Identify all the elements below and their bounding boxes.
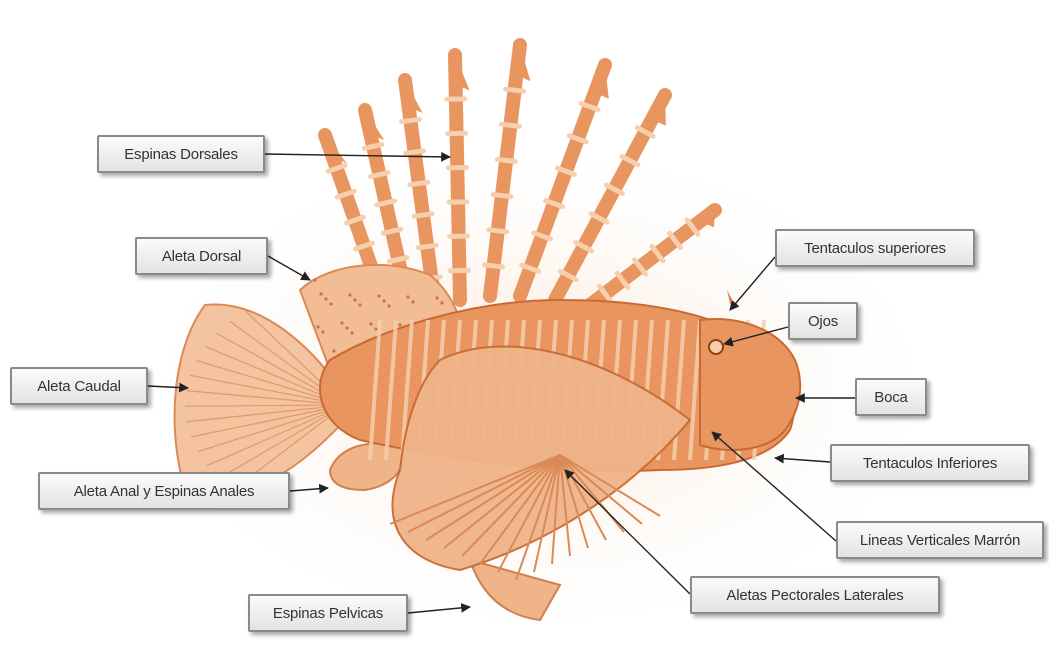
label-tentaculos-superiores: Tentaculos superiores [775, 229, 975, 267]
label-boca: Boca [855, 378, 927, 416]
label-aleta-dorsal: Aleta Dorsal [135, 237, 268, 275]
label-espinas-pelvicas: Espinas Pelvicas [248, 594, 408, 632]
label-espinas-dorsales: Espinas Dorsales [97, 135, 265, 173]
label-lineas-verticales: Lineas Verticales Marrón [836, 521, 1044, 559]
label-aleta-anal: Aleta Anal y Espinas Anales [38, 472, 290, 510]
eye [709, 340, 723, 354]
label-aletas-pectorales: Aletas Pectorales Laterales [690, 576, 940, 614]
label-tentaculos-inferiores: Tentaculos Inferiores [830, 444, 1030, 482]
label-aleta-caudal: Aleta Caudal [10, 367, 148, 405]
label-ojos: Ojos [788, 302, 858, 340]
